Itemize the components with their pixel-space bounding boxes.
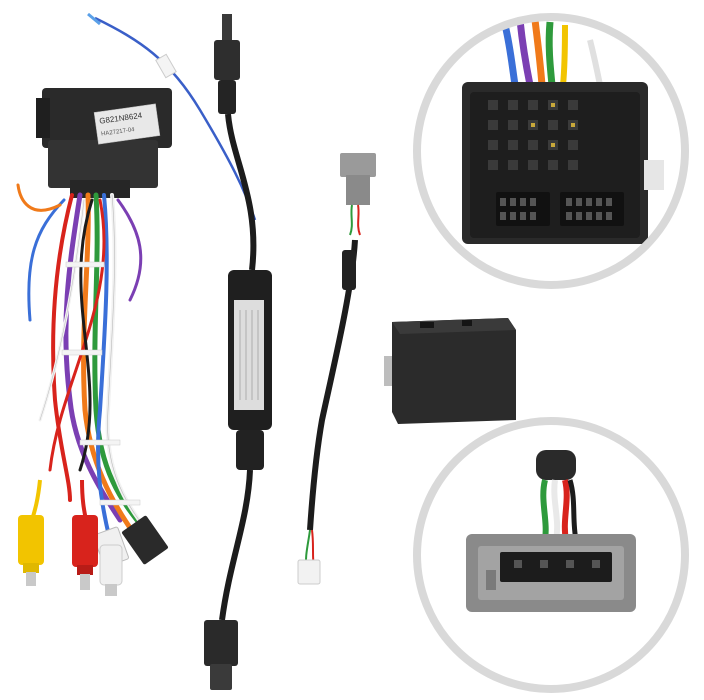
cable-tie (99, 499, 141, 506)
extension-top-connector (340, 153, 376, 177)
zoom-circle-grey-connector (413, 417, 689, 693)
antenna-bottom-connector (204, 620, 238, 666)
wire-tag (155, 53, 177, 79)
harness-label-sticker: G821N8624 HA27217-04 (93, 103, 161, 145)
extension-bottom-connector (297, 559, 321, 585)
harness-small-connector (122, 515, 168, 565)
cable-tie (79, 439, 121, 446)
zoom-circle-main-connector (413, 13, 689, 289)
canbus-decoder-box (384, 318, 516, 424)
extension-cable (297, 153, 376, 585)
harness-label-line2: HA27217-04 (101, 127, 136, 138)
antenna-plug-tip (222, 14, 232, 40)
rca-plug-yellow (18, 479, 44, 586)
cable-tie (65, 261, 105, 268)
rca-plug-white (99, 544, 123, 596)
rca-plug-red (72, 479, 98, 590)
cable-tie (61, 349, 103, 356)
wiring-harness: G821N8624 HA27217-04 (16, 88, 172, 596)
antenna-adapter-cable (87, 12, 272, 690)
antenna-plug-body (214, 40, 240, 80)
